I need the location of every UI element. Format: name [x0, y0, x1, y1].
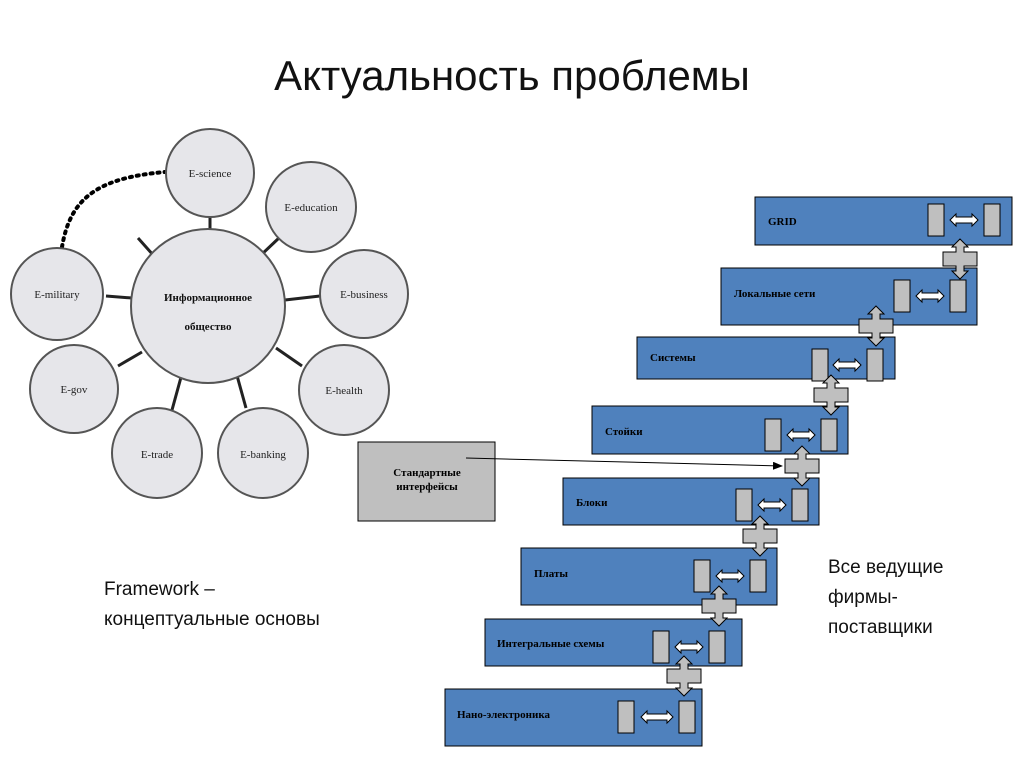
satellite-label-e-business: E-business: [340, 289, 388, 301]
spokes: [105, 215, 321, 411]
interface-block-left: [927, 203, 945, 237]
satellite-circle-e-military: [10, 247, 104, 341]
connector-cross-icon: [858, 305, 894, 347]
stack-level-label: Стойки: [605, 426, 643, 438]
interface-block-right: [749, 559, 767, 593]
satellite-circle-e-banking: [217, 407, 309, 499]
stack-level-box: [520, 547, 778, 606]
satellite-circle-e-science: [165, 128, 255, 218]
interface-block-right: [983, 203, 1001, 237]
horizontal-double-arrow-icon: [640, 709, 674, 725]
callout-line-2: интерфейсы: [396, 481, 458, 493]
satellite-label-e-science: E-science: [189, 168, 232, 180]
stack-level-label: GRID: [768, 216, 797, 228]
society-center-circle: [130, 228, 286, 384]
interface-block-right: [820, 418, 838, 452]
satellite-circle-e-gov: [29, 344, 119, 434]
interface-block-right: [678, 700, 696, 734]
satellite-circle-e-education: [265, 161, 357, 253]
stack-level-box: [591, 405, 849, 455]
satellite-label-e-education: E-education: [284, 202, 338, 214]
interface-block-left: [764, 418, 782, 452]
stack-level-nano-electronics: Нано-электроника: [444, 688, 703, 747]
stack-level-label: Локальные сети: [734, 288, 816, 300]
stack-level-grid: GRID: [754, 196, 1013, 246]
stack-level-racks: Стойки: [591, 405, 849, 455]
interface-block-left: [735, 488, 753, 522]
vertical-connectors: [666, 238, 978, 697]
callout-line-1: Стандартные: [393, 467, 461, 479]
interface-block-right: [949, 279, 967, 313]
satellite-label-e-health: E-health: [325, 385, 363, 397]
horizontal-double-arrow-icon: [715, 568, 745, 584]
interface-block-right: [791, 488, 809, 522]
vendors-caption-line-2: фирмы-: [828, 587, 898, 608]
stack-level-local-networks: Локальные сети: [720, 267, 978, 326]
satellite-label-e-banking: E-banking: [240, 449, 286, 461]
horizontal-double-arrow-icon: [832, 357, 862, 373]
interface-block-left: [693, 559, 711, 593]
standard-interfaces-callout: Стандартные интерфейсы: [357, 441, 783, 522]
connector-cross-icon: [813, 374, 849, 416]
stack-level-box: [636, 336, 896, 380]
satellite-label-e-trade: E-trade: [141, 449, 173, 461]
slide-title: Актуальность проблемы: [274, 52, 750, 99]
society-center-line-2: общество: [185, 321, 232, 333]
stack-level-boards: Платы: [520, 547, 778, 606]
satellite-circle-e-business: [319, 249, 409, 339]
stack-level-label: Системы: [650, 352, 696, 364]
stack-level-label: Блоки: [576, 497, 608, 509]
vendors-caption-line-3: поставщики: [828, 617, 933, 638]
stack-level-label: Платы: [534, 568, 568, 580]
stack-level-integrated-circuits: Интегральные схемы: [484, 618, 743, 667]
interface-block-left: [811, 348, 829, 382]
society-center-line-1: Информационное: [164, 292, 252, 304]
connector-cross-icon: [666, 655, 702, 697]
connector-cross-icon: [784, 445, 820, 487]
framework-caption: Framework – концептуальные основы: [104, 575, 434, 635]
satellite-circle-e-trade: [111, 407, 203, 499]
stack-level-label: Нано-электроника: [457, 709, 551, 721]
vendors-caption-line-1: Все ведущие: [828, 557, 944, 578]
hardware-stack-diagram: GRID Локальные сети Системы Стойки: [357, 196, 1013, 747]
connector-cross-icon: [701, 585, 737, 627]
callout-pointer-arrow: [465, 457, 783, 470]
satellite-label-e-military: E-military: [34, 289, 80, 301]
interface-block-left: [893, 279, 911, 313]
information-society-diagram: Информационное общество E-science E-educ…: [10, 128, 409, 499]
horizontal-double-arrow-icon: [674, 639, 704, 655]
interface-block-left: [652, 630, 670, 664]
stack-level-units: Блоки: [562, 477, 820, 526]
callout-box: [357, 441, 496, 522]
framework-caption-line-2: концептуальные основы: [104, 609, 320, 630]
satellite-label-e-gov: E-gov: [61, 384, 88, 396]
connector-cross-icon: [942, 238, 978, 280]
interface-block-left: [617, 700, 635, 734]
framework-caption-line-1: Framework –: [104, 579, 215, 600]
horizontal-double-arrow-icon: [757, 497, 787, 513]
vendors-caption: Все ведущие фирмы- поставщики: [828, 553, 998, 643]
interface-block-right: [708, 630, 726, 664]
horizontal-double-arrow-icon: [915, 288, 945, 304]
horizontal-double-arrow-icon: [786, 427, 816, 443]
horizontal-double-arrow-icon: [949, 212, 979, 228]
dotted-arc: [60, 170, 167, 249]
stack-level-systems: Системы: [636, 336, 896, 382]
satellite-circle-e-health: [298, 344, 390, 436]
stack-level-label: Интегральные схемы: [497, 638, 605, 650]
connector-cross-icon: [742, 515, 778, 557]
interface-block-right: [866, 348, 884, 382]
